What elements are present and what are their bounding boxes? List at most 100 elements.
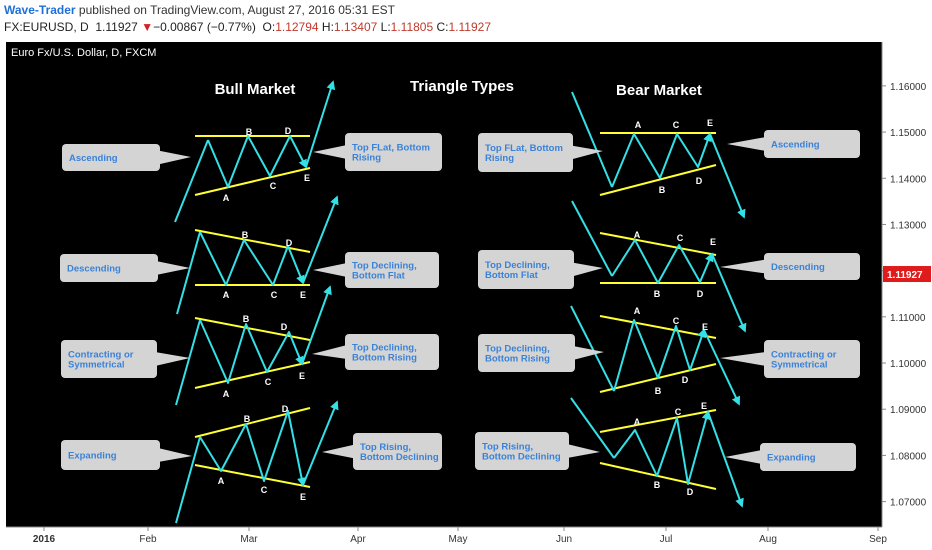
callout-pointer (313, 145, 347, 159)
callout-text: Bottom Flat (485, 270, 539, 281)
current-price-badge (883, 266, 931, 283)
bear_expanding-point-e: E (701, 401, 707, 411)
bear_expanding-entry-leg (570, 397, 615, 459)
bull_contracting-point-a: A (223, 389, 230, 399)
callout-text: Top Rising, (360, 442, 411, 453)
author-link[interactable]: Wave-Trader (4, 3, 76, 17)
heading-left: Bull Market (215, 81, 296, 98)
bull_contracting-bottom-trendline (194, 361, 311, 389)
bull_ascending-bottom-trendline (194, 167, 311, 196)
waves-layer (174, 80, 747, 524)
time-tick-label: Jul (660, 534, 673, 545)
callout-box (760, 443, 856, 471)
time-tick-label: Jun (556, 534, 572, 545)
bear_contracting-point-a: A (634, 306, 641, 316)
bull_descending-breakout-arrow (302, 195, 339, 284)
price-axis[interactable] (882, 42, 932, 527)
callout-pointer (573, 346, 604, 360)
bear_ascending-point-c: C (673, 120, 680, 130)
callout-pointer (156, 261, 190, 275)
callout-box (478, 334, 575, 372)
bull_contracting-point-e: E (299, 371, 305, 381)
bear_expanding-wave (613, 410, 711, 485)
callout-pointer (567, 444, 600, 458)
bear_expanding-breakout-arrow (707, 411, 744, 508)
bear_descending-wave (611, 239, 714, 284)
callout-text: Contracting or (68, 350, 134, 361)
price-tick-label: 1.14000 (890, 174, 927, 185)
published-text: published on TradingView.com, August 27,… (75, 3, 395, 17)
high-value: 1.13407 (333, 20, 378, 34)
bear_ascending-point-d: D (696, 176, 703, 186)
bear_contracting-point-e: E (702, 322, 708, 332)
bear_descending-point-d: D (697, 289, 704, 299)
bull_descending-point-a: A (223, 290, 230, 300)
price-tick-label: 1.16000 (890, 82, 927, 93)
bear_contracting-wave (613, 319, 706, 392)
price-tick-label: 1.11000 (890, 313, 926, 324)
bull_contracting-point-c: C (265, 377, 272, 387)
bull_ascending-breakout-arrow (305, 80, 336, 168)
callout-text: Top Declining, (485, 260, 550, 271)
bear_contracting-point-d: D (682, 375, 689, 385)
chart-header: Wave-Trader published on TradingView.com… (0, 0, 932, 38)
bull_expanding-breakout-arrow (302, 400, 339, 486)
callout-text: Bottom Declining (360, 452, 439, 463)
bear_descending-point-b: B (654, 289, 661, 299)
bear_contracting-top-trendline (599, 315, 717, 339)
callout-text: Rising (352, 153, 381, 164)
ohlc-line: FX:EURUSD, D 1.11927 ▼−0.00867 (−0.77%) … (4, 20, 491, 34)
bull_expanding-top-trendline (194, 407, 311, 438)
bear_descending-point-c: C (677, 233, 684, 243)
callout-pointer (313, 263, 347, 277)
bull_ascending-entry-leg (174, 139, 209, 223)
bull_contracting-breakout-arrow (301, 285, 332, 365)
callout-pointer (322, 444, 355, 459)
bull_ascending-point-d: D (285, 126, 292, 136)
callout-pointer (312, 345, 347, 359)
down-arrow-icon: ▼ (141, 20, 154, 34)
callout-text: Bottom Flat (352, 271, 406, 282)
callout-box (61, 440, 160, 470)
callout-bear-expanding: Expanding (725, 443, 856, 471)
callout-box (764, 340, 860, 378)
callout-bear-ascending: Ascending (727, 130, 860, 158)
callout-text: Descending (771, 262, 825, 273)
callout-bull-contracting-desc: Top Declining,Bottom Rising (312, 334, 439, 370)
callout-box (62, 144, 160, 171)
time-tick-label: Mar (240, 534, 258, 545)
time-tick-label: May (449, 534, 468, 545)
heading-center: Triangle Types (410, 78, 514, 95)
bull_descending-point-b: B (242, 230, 249, 240)
bull_expanding-point-d: D (282, 404, 289, 414)
bull_descending-top-trendline (194, 229, 311, 253)
bear_contracting-entry-leg (570, 305, 615, 392)
callout-pointer (155, 352, 190, 366)
callout-text: Top Declining, (485, 344, 550, 355)
bear_ascending-wave (611, 132, 712, 188)
callout-pointer (725, 450, 762, 464)
bull_contracting-point-d: D (281, 322, 288, 332)
callout-text: Symmetrical (771, 360, 828, 371)
callout-bear-descending: Descending (720, 253, 860, 280)
callouts-layer: Ascending Top FLat, BottomRisingDescendin… (60, 130, 860, 471)
high-label: H: (321, 20, 334, 34)
bear_expanding-point-a: A (634, 417, 641, 427)
bull_expanding-point-a: A (218, 476, 225, 486)
time-tick-label: Aug (759, 534, 777, 545)
bull_ascending-point-a: A (223, 193, 230, 203)
bear_ascending-point-b: B (659, 185, 666, 195)
symbol-label: FX:EURUSD, D (4, 20, 89, 34)
callout-bull-descending: Descending (60, 254, 190, 282)
bear_contracting-point-b: B (655, 386, 662, 396)
low-label: L: (380, 20, 391, 34)
time-tick-label: Sep (869, 534, 887, 545)
callout-box (353, 433, 442, 470)
bull_expanding-wave (199, 410, 306, 487)
price-chart[interactable]: Ascending Top FLat, BottomRisingDescendin… (0, 38, 932, 550)
bear_ascending-entry-leg (571, 91, 613, 188)
bear_ascending-breakout-arrow (709, 133, 746, 219)
callout-text: Top FLat, Bottom (485, 143, 563, 154)
